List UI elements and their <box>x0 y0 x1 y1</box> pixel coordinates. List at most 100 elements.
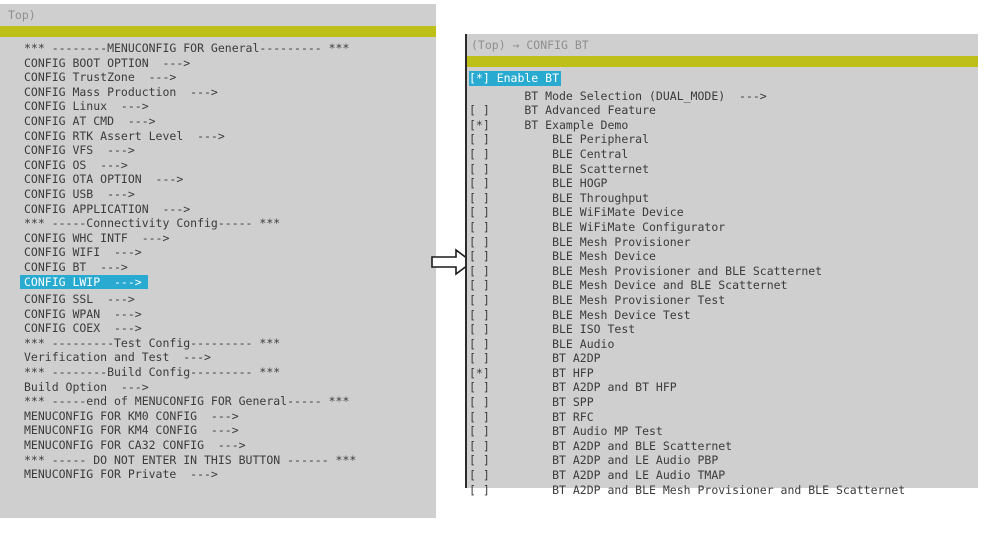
top-menu-item-1[interactable]: CONFIG BOOT OPTION ---> <box>24 55 191 70</box>
config-bt-row[interactable]: [ ] BT A2DP and BLE Mesh Provisioner and… <box>469 483 978 498</box>
config-bt-row[interactable]: [*] Enable BT <box>469 71 978 89</box>
top-menu-row[interactable]: CONFIG BT ---> <box>24 260 436 275</box>
top-menu-item-21[interactable]: Verification and Test ---> <box>24 350 211 365</box>
config-bt-item-19[interactable]: [ ] BT A2DP <box>469 351 601 366</box>
top-menu-row[interactable]: CONFIG OTA OPTION ---> <box>24 172 436 187</box>
config-bt-row[interactable]: [ ] BLE Mesh Device and BLE Scatternet <box>469 278 978 293</box>
config-bt-item-26[interactable]: [ ] BT A2DP and LE Audio PBP <box>469 453 719 468</box>
config-bt-item-8[interactable]: [ ] BLE Throughput <box>469 190 650 205</box>
config-bt-item-20[interactable]: [*] BT HFP <box>469 365 594 380</box>
config-bt-row[interactable]: [ ] BLE Central <box>469 147 978 162</box>
top-menu-item-10[interactable]: CONFIG USB ---> <box>24 186 135 201</box>
config-bt-item-21[interactable]: [ ] BT A2DP and BT HFP <box>469 380 677 395</box>
top-menu-item-20[interactable]: *** ---------Test Config--------- *** <box>24 335 281 350</box>
config-bt-row[interactable]: [ ] BLE Mesh Provisioner <box>469 235 978 250</box>
config-bt-row[interactable]: [ ] BLE Mesh Device Test <box>469 308 978 323</box>
top-menu-row[interactable]: *** -----Connectivity Config----- *** <box>24 216 436 231</box>
config-bt-row[interactable]: [ ] BT A2DP and BT HFP <box>469 380 978 395</box>
config-bt-item-12[interactable]: [ ] BLE Mesh Device <box>469 249 656 264</box>
config-bt-row[interactable]: [ ] BT A2DP and LE Audio TMAP <box>469 468 978 483</box>
config-bt-row[interactable]: [ ] BLE WiFiMate Configurator <box>469 220 978 235</box>
top-menu-item-17[interactable]: CONFIG SSL ---> <box>24 292 135 307</box>
top-menu-row[interactable]: CONFIG WHC INTF ---> <box>24 231 436 246</box>
config-bt-row[interactable]: [*] BT Example Demo <box>469 118 978 133</box>
config-bt-item-3[interactable]: [*] BT Example Demo <box>469 117 629 132</box>
top-menu-row[interactable]: CONFIG VFS ---> <box>24 143 436 158</box>
top-menu-item-12[interactable]: *** -----Connectivity Config----- *** <box>24 216 281 231</box>
top-menu-item-6[interactable]: CONFIG RTK Assert Level ---> <box>24 128 225 143</box>
config-bt-item-4[interactable]: [ ] BLE Peripheral <box>469 132 650 147</box>
config-bt-row[interactable]: [ ] BLE Audio <box>469 337 978 352</box>
top-menu-row[interactable]: CONFIG USB ---> <box>24 187 436 202</box>
config-bt-item-28[interactable]: [ ] BT A2DP and BLE Mesh Provisioner and… <box>469 482 906 497</box>
config-bt-item-16[interactable]: [ ] BLE Mesh Device Test <box>469 307 691 322</box>
config-bt-item-17[interactable]: [ ] BLE ISO Test <box>469 322 636 337</box>
top-menu-row[interactable]: Verification and Test ---> <box>24 350 436 365</box>
top-menu-item-23[interactable]: Build Option ---> <box>24 379 149 394</box>
top-menu-item-0[interactable]: *** --------MENUCONFIG FOR General------… <box>24 41 350 55</box>
config-bt-item-1[interactable]: BT Mode Selection (DUAL_MODE) ---> <box>469 88 767 103</box>
top-menu-row[interactable]: *** -----end of MENUCONFIG FOR General--… <box>24 394 436 409</box>
top-menu-item-13[interactable]: CONFIG WHC INTF ---> <box>24 230 170 245</box>
config-bt-item-11[interactable]: [ ] BLE Mesh Provisioner <box>469 234 691 249</box>
top-menu-row[interactable]: CONFIG LWIP ---> <box>20 274 436 293</box>
top-menu-row[interactable]: CONFIG Mass Production ---> <box>24 85 436 100</box>
top-menu-row[interactable]: MENUCONFIG FOR Private ---> <box>24 467 436 482</box>
top-menu-row[interactable]: *** ----- DO NOT ENTER IN THIS BUTTON --… <box>24 453 436 468</box>
config-bt-row[interactable]: [*] BT HFP <box>469 366 978 381</box>
top-menu-row[interactable]: CONFIG BOOT OPTION ---> <box>24 56 436 71</box>
config-bt-item-14[interactable]: [ ] BLE Mesh Device and BLE Scatternet <box>469 278 788 293</box>
top-menu-row[interactable]: *** --------Build Config--------- *** <box>24 365 436 380</box>
top-menu-item-4[interactable]: CONFIG Linux ---> <box>24 99 149 114</box>
top-menu-item-28[interactable]: *** ----- DO NOT ENTER IN THIS BUTTON --… <box>24 452 357 467</box>
config-bt-item-0[interactable]: [*] Enable BT <box>469 71 562 86</box>
config-bt-row[interactable]: [ ] BT A2DP <box>469 351 978 366</box>
top-menu-row[interactable]: CONFIG APPLICATION ---> <box>24 202 436 217</box>
config-bt-row[interactable]: [ ] BLE WiFiMate Device <box>469 205 978 220</box>
top-menu-item-19[interactable]: CONFIG COEX ---> <box>24 321 142 336</box>
config-bt-item-5[interactable]: [ ] BLE Central <box>469 146 629 161</box>
config-bt-item-24[interactable]: [ ] BT Audio MP Test <box>469 424 663 439</box>
top-menu-item-3[interactable]: CONFIG Mass Production ---> <box>24 84 218 99</box>
top-menu-item-7[interactable]: CONFIG VFS ---> <box>24 143 135 158</box>
top-menu-item-5[interactable]: CONFIG AT CMD ---> <box>24 113 156 128</box>
config-bt-row[interactable]: [ ] BT RFC <box>469 410 978 425</box>
top-menu-row[interactable]: MENUCONFIG FOR KM0 CONFIG ---> <box>24 409 436 424</box>
config-bt-row[interactable]: [ ] BT A2DP and LE Audio PBP <box>469 453 978 468</box>
config-bt-row[interactable]: [ ] BLE Peripheral <box>469 132 978 147</box>
config-bt-item-7[interactable]: [ ] BLE HOGP <box>469 176 608 191</box>
config-bt-row[interactable]: [ ] BLE ISO Test <box>469 322 978 337</box>
top-menu-row[interactable]: CONFIG TrustZone ---> <box>24 70 436 85</box>
config-bt-row[interactable]: [ ] BLE Mesh Device <box>469 249 978 264</box>
config-bt-item-23[interactable]: [ ] BT RFC <box>469 409 594 424</box>
top-menu-row[interactable]: CONFIG SSL ---> <box>24 292 436 307</box>
config-bt-row[interactable]: [ ] BLE Throughput <box>469 191 978 206</box>
config-bt-item-13[interactable]: [ ] BLE Mesh Provisioner and BLE Scatter… <box>469 263 823 278</box>
config-bt-item-18[interactable]: [ ] BLE Audio <box>469 336 615 351</box>
top-menu-item-2[interactable]: CONFIG TrustZone ---> <box>24 70 177 85</box>
top-menu-item-11[interactable]: CONFIG APPLICATION ---> <box>24 201 191 216</box>
top-menu-row[interactable]: CONFIG WIFI ---> <box>24 245 436 260</box>
top-menu-row[interactable]: *** ---------Test Config--------- *** <box>24 336 436 351</box>
top-menu-row[interactable]: *** --------MENUCONFIG FOR General------… <box>24 41 436 56</box>
config-bt-item-15[interactable]: [ ] BLE Mesh Provisioner Test <box>469 292 726 307</box>
top-menu-row[interactable]: Build Option ---> <box>24 380 436 395</box>
top-menu-row[interactable]: CONFIG AT CMD ---> <box>24 114 436 129</box>
top-menu-item-9[interactable]: CONFIG OTA OPTION ---> <box>24 172 184 187</box>
top-menu-item-16[interactable]: CONFIG LWIP ---> <box>20 274 148 290</box>
config-bt-item-27[interactable]: [ ] BT A2DP and LE Audio TMAP <box>469 468 726 483</box>
top-menu-item-27[interactable]: MENUCONFIG FOR CA32 CONFIG ---> <box>24 438 246 453</box>
config-bt-row[interactable]: [ ] BT Audio MP Test <box>469 424 978 439</box>
config-bt-row[interactable]: [ ] BLE HOGP <box>469 176 978 191</box>
top-menu-item-29[interactable]: MENUCONFIG FOR Private ---> <box>24 467 218 482</box>
top-menu-row[interactable]: CONFIG Linux ---> <box>24 99 436 114</box>
config-bt-item-6[interactable]: [ ] BLE Scatternet <box>469 161 650 176</box>
top-menu-item-15[interactable]: CONFIG BT ---> <box>24 259 128 274</box>
top-menu-row[interactable]: MENUCONFIG FOR KM4 CONFIG ---> <box>24 423 436 438</box>
top-menu-row[interactable]: CONFIG WPAN ---> <box>24 307 436 322</box>
top-menu-item-18[interactable]: CONFIG WPAN ---> <box>24 306 142 321</box>
config-bt-row[interactable]: [ ] BT Advanced Feature <box>469 103 978 118</box>
config-bt-row[interactable]: BT Mode Selection (DUAL_MODE) ---> <box>469 89 978 104</box>
top-menu-row[interactable]: MENUCONFIG FOR CA32 CONFIG ---> <box>24 438 436 453</box>
top-menu-row[interactable]: CONFIG RTK Assert Level ---> <box>24 129 436 144</box>
